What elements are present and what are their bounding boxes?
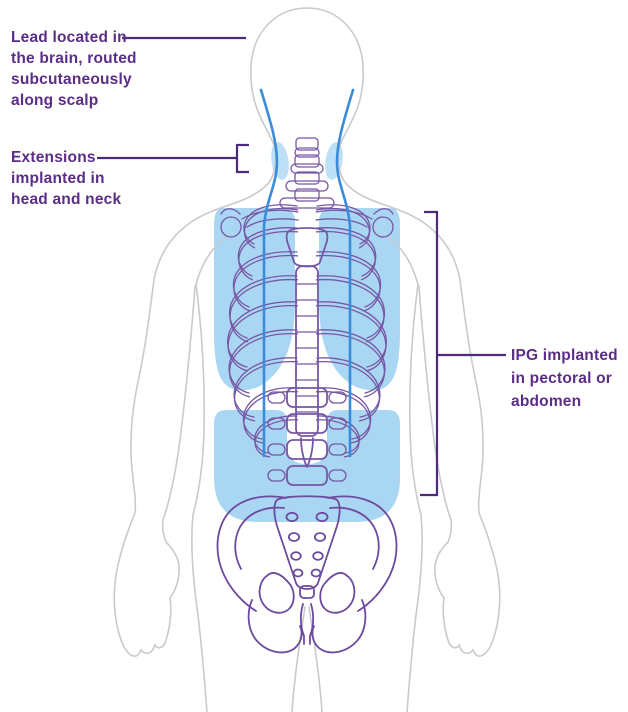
lumbar-vertebrae xyxy=(267,387,347,486)
right-body-half xyxy=(307,8,500,712)
coccyx xyxy=(299,585,315,599)
label-extensions-implanted: Extensions implanted in head and neck xyxy=(11,149,122,208)
sacrum xyxy=(273,495,341,599)
ipg-bracket xyxy=(420,210,439,497)
extensions-bracket xyxy=(235,143,249,174)
label-lead-located-in-brain: Lead located in the brain, routed subcut… xyxy=(11,29,137,109)
label-ipg-implanted: IPG implanted in pectoral or abdomen xyxy=(511,347,618,410)
xiphoid xyxy=(300,437,314,468)
sternum xyxy=(285,227,329,468)
left-body-half xyxy=(114,8,307,712)
spine xyxy=(267,137,347,599)
annotation-lines xyxy=(97,36,506,497)
cervical-vertebrae xyxy=(279,137,335,209)
